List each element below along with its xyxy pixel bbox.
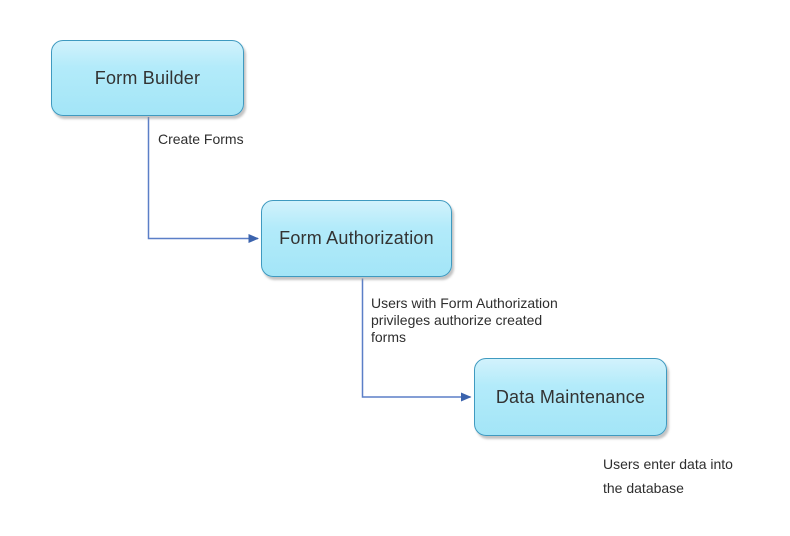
- edge-label-create-forms: Create Forms: [158, 131, 244, 147]
- edge-label-authorize-created-forms: Users with Form Authorization privileges…: [371, 295, 558, 345]
- node-form-builder-label: Form Builder: [94, 67, 201, 88]
- node-data-maintenance-label: Data Maintenance: [495, 386, 646, 407]
- node-form-authorization-label: Form Authorization: [279, 228, 434, 248]
- node-form-authorization: Form Authorization: [261, 200, 452, 277]
- caption-users-enter-data: Users enter data into the database: [603, 456, 733, 496]
- node-data-maintenance: Data Maintenance: [474, 358, 667, 436]
- node-form-builder: Form Builder: [51, 40, 244, 116]
